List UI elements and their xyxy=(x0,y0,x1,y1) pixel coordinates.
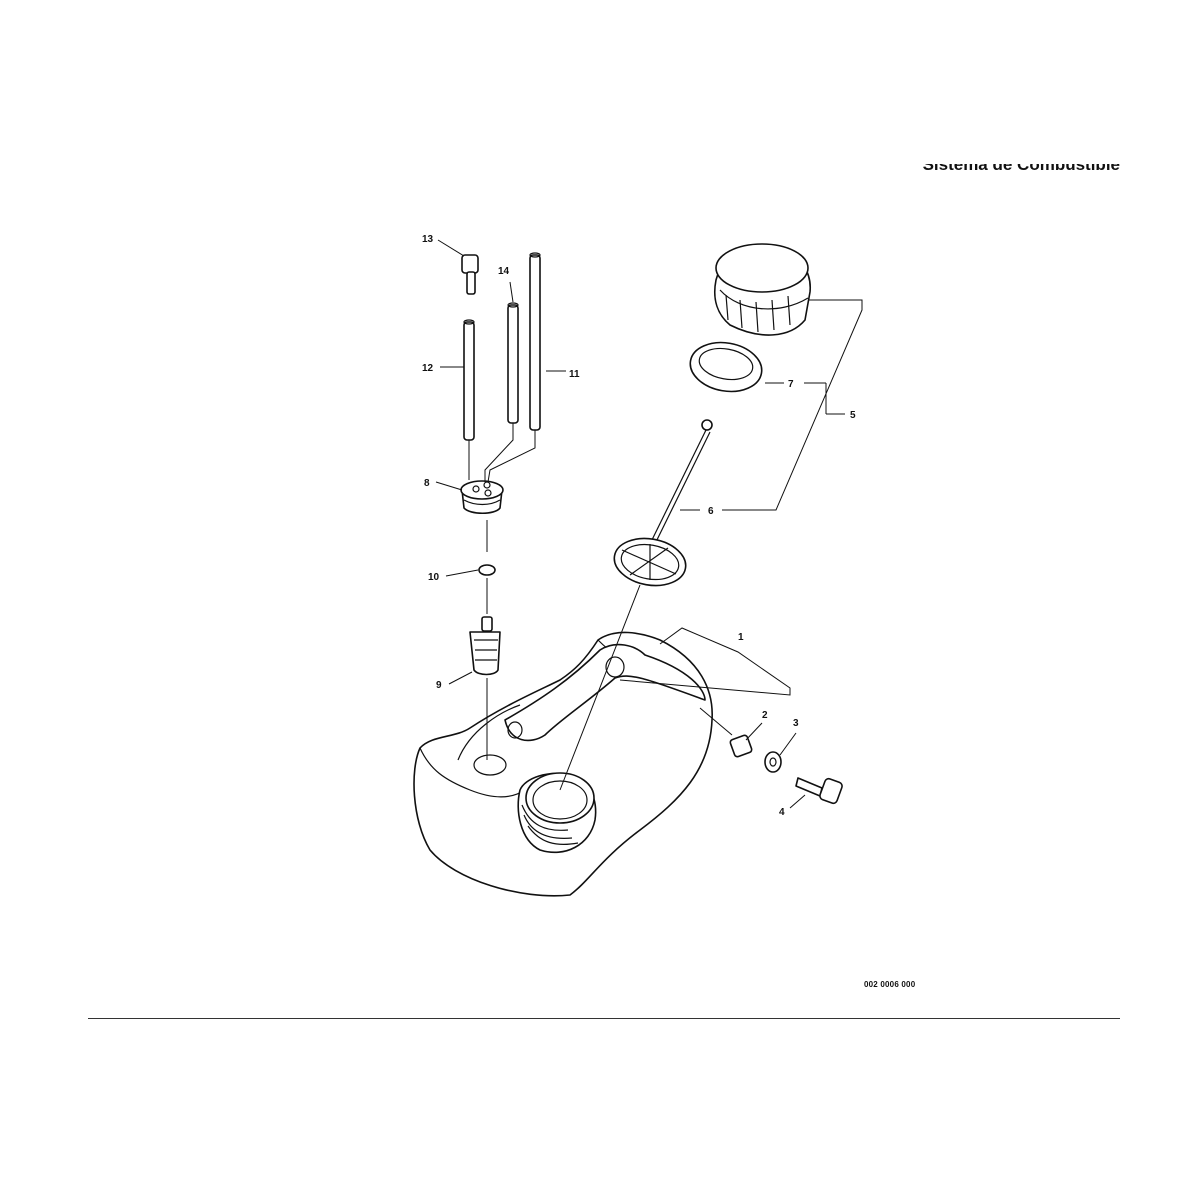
cap-gasket xyxy=(689,341,763,393)
callout-1: 1 xyxy=(738,632,744,643)
washer xyxy=(764,751,782,773)
callout-numbers: 1 2 3 4 5 6 7 8 9 10 11 12 13 14 xyxy=(422,234,856,818)
drawing-code: 002 0006 000 xyxy=(864,980,916,989)
fuel-filter xyxy=(469,616,501,676)
callout-13: 13 xyxy=(422,234,434,245)
page-title-text: Sistema de Combustible xyxy=(922,164,1120,174)
callout-2: 2 xyxy=(762,710,768,721)
fuel-lines xyxy=(463,252,541,441)
callout-4: 4 xyxy=(779,807,785,818)
fuel-cap xyxy=(714,243,811,336)
tank-grommet xyxy=(460,480,504,515)
leader-lines xyxy=(435,239,863,809)
cap-tether-strainer xyxy=(613,419,713,587)
bushing xyxy=(729,734,753,758)
screw xyxy=(795,777,843,805)
callout-9: 9 xyxy=(436,680,442,691)
callout-3: 3 xyxy=(793,718,799,729)
footer-divider xyxy=(88,1018,1120,1019)
callout-14: 14 xyxy=(498,266,510,277)
callout-8: 8 xyxy=(424,478,430,489)
callout-10: 10 xyxy=(428,572,440,583)
o-ring xyxy=(478,564,496,576)
page-title: Sistema de Combustible xyxy=(860,164,1120,184)
callout-6: 6 xyxy=(708,506,714,517)
fuel-line-fitting xyxy=(461,254,479,295)
fuel-tank xyxy=(413,631,713,897)
callout-7: 7 xyxy=(788,379,794,390)
callout-12: 12 xyxy=(422,363,434,374)
callout-11: 11 xyxy=(569,369,580,380)
callout-5: 5 xyxy=(850,410,856,421)
